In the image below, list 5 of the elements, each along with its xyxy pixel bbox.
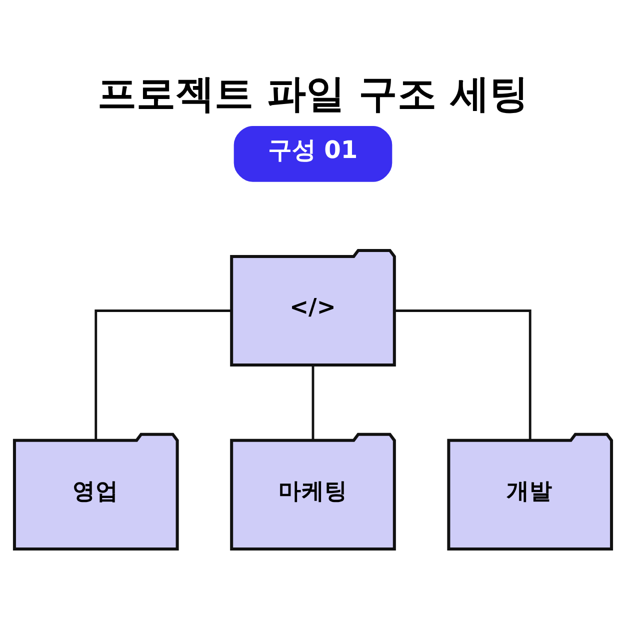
node-box: 구성 01 [234,126,392,182]
connector [94,310,232,440]
diagram-title: 프로젝트 파일 구조 세팅 [97,72,528,117]
connector [394,310,532,440]
connector [312,365,314,440]
